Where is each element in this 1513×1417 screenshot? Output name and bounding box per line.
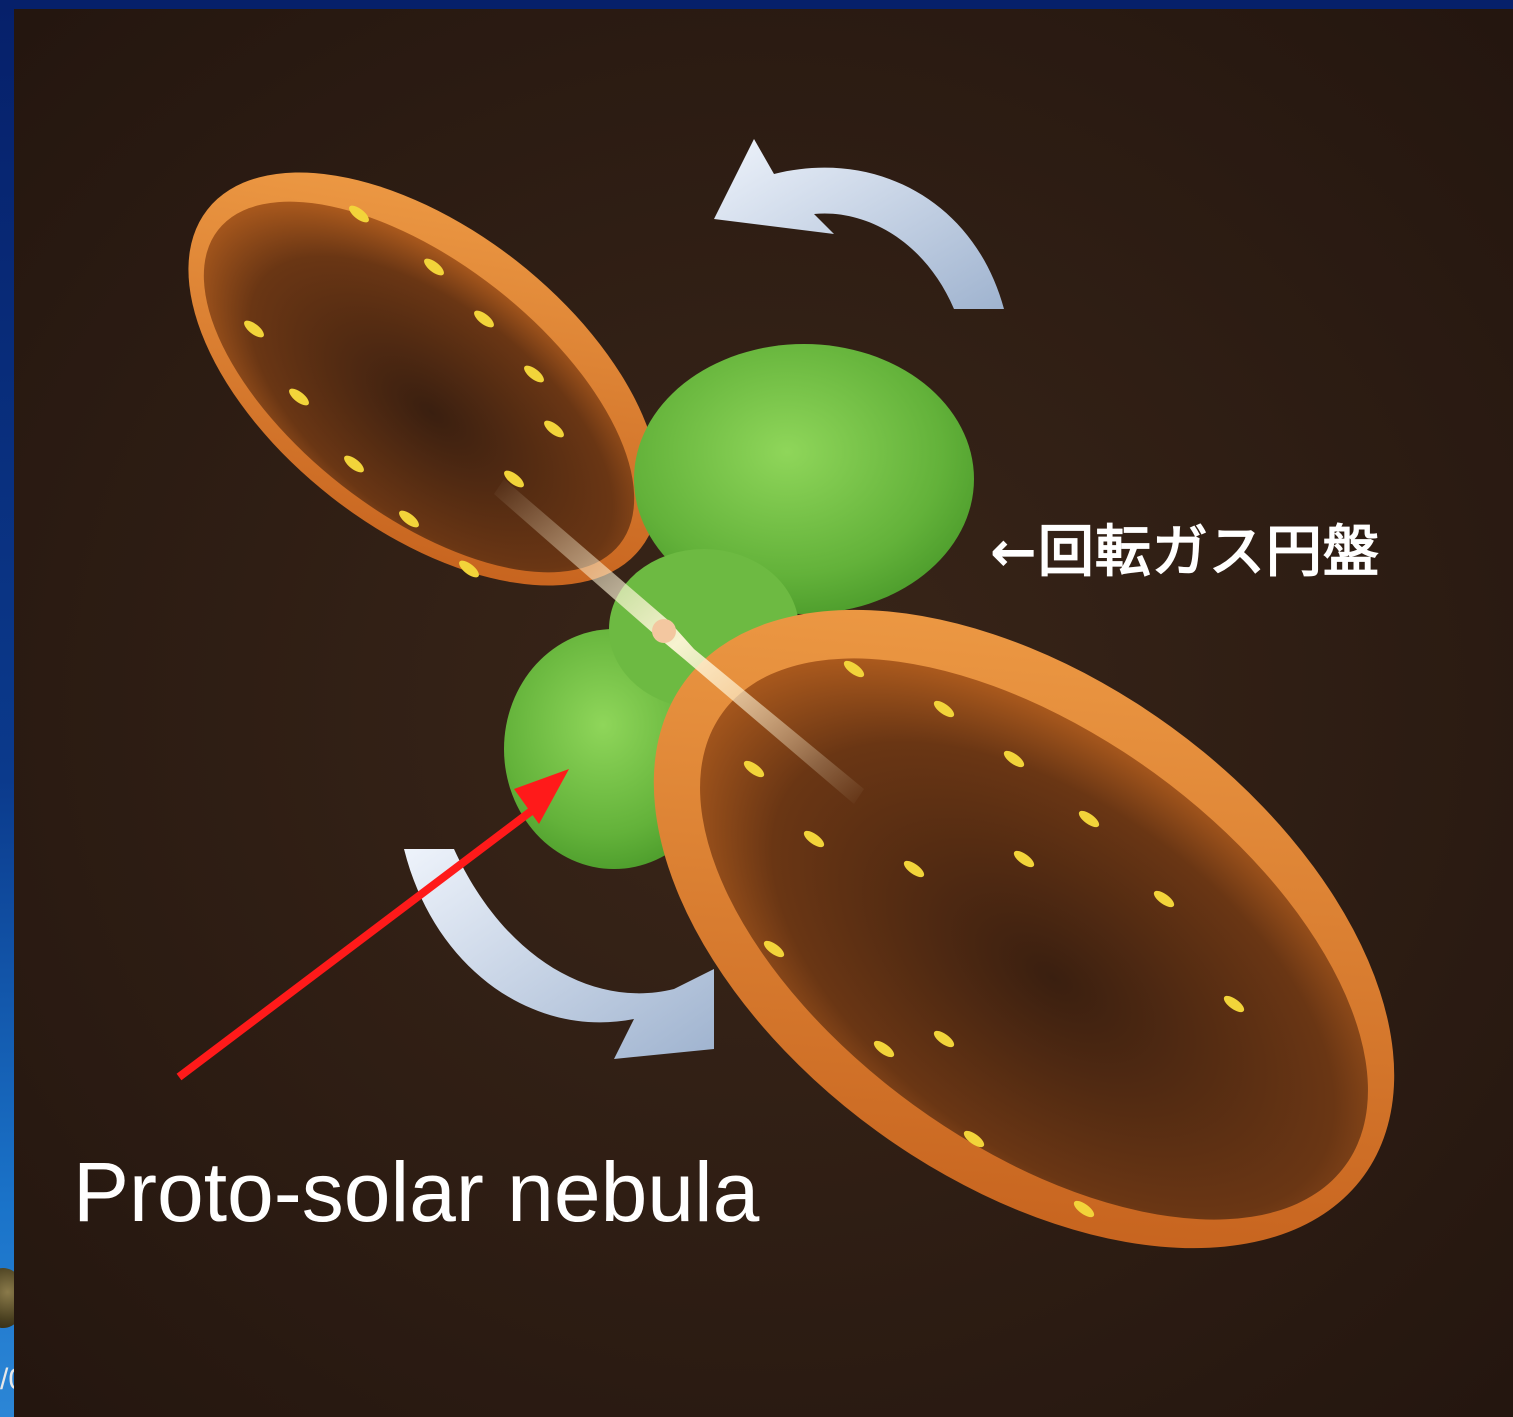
caption-proto-solar-nebula: Proto-solar nebula — [73, 1150, 759, 1234]
protostar — [652, 619, 676, 643]
rotating-gas-disk-label: ←回転ガス円盤 — [990, 525, 1380, 581]
